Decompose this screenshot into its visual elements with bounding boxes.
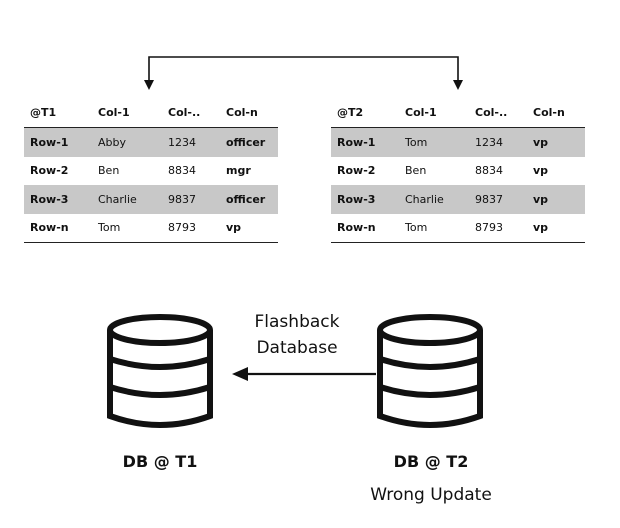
header-cell: Col-1 — [399, 97, 469, 128]
cell-col2: 8834 — [475, 164, 503, 178]
db-t1-label: DB @ T1 — [122, 452, 198, 471]
cell-coln: mgr — [226, 164, 251, 178]
header-cell: Col-n — [220, 97, 278, 128]
row-label: Row-2 — [337, 164, 376, 178]
cell-col1: Tom — [399, 213, 469, 243]
table-row: Row-1 Tom 1234 vp — [331, 127, 585, 157]
table-header-row: @T2 Col-1 Col-.. Col-n — [331, 97, 585, 128]
row-label: Row-n — [331, 213, 399, 243]
header-cell: Col-.. — [162, 97, 220, 128]
table-row: Row-3 Charlie 9837 officer — [24, 185, 278, 214]
row-label: Row-1 — [331, 127, 399, 157]
table-row: Row-2 Ben 8834 mgr — [24, 157, 278, 186]
table-row: Row-1 Abby 1234 officer — [24, 127, 278, 157]
row-label: Row-3 — [331, 185, 399, 214]
cell-coln: vp — [527, 127, 585, 157]
cell-coln: vp — [527, 185, 585, 214]
cell-coln: vp — [220, 213, 278, 243]
cell-coln: officer — [220, 185, 278, 214]
row-label: Row-2 — [30, 164, 69, 178]
database-t2-icon — [377, 314, 483, 428]
cell-col1: Tom — [92, 213, 162, 243]
database-t1-icon — [107, 314, 213, 428]
table-connector-arrow — [144, 56, 463, 90]
header-cell: @T2 — [331, 97, 399, 128]
header-cell: Col-n — [527, 97, 585, 128]
table-row: Row-2 Ben 8834 vp — [331, 157, 585, 186]
cell-col1: Charlie — [399, 185, 469, 214]
db-t2-sublabel: Wrong Update — [370, 485, 492, 505]
cell-col2: 9837 — [469, 185, 527, 214]
table-row: Row-n Tom 8793 vp — [331, 213, 585, 243]
table-t1: @T1 Col-1 Col-.. Col-n Row-1 Abby 1234 o… — [24, 97, 278, 243]
cell-col1: Ben — [405, 164, 427, 178]
cell-col2: 8793 — [469, 213, 527, 243]
cell-col1: Charlie — [92, 185, 162, 214]
cell-col2: 8834 — [168, 164, 196, 178]
cell-col1: Ben — [98, 164, 120, 178]
cell-coln: vp — [533, 164, 549, 178]
table-row: Row-3 Charlie 9837 vp — [331, 185, 585, 214]
row-label: Row-3 — [24, 185, 92, 214]
arrow-label-line2: Database — [256, 338, 338, 358]
db-t2-label: DB @ T2 — [393, 452, 469, 471]
header-cell: @T1 — [24, 97, 92, 128]
table-row: Row-n Tom 8793 vp — [24, 213, 278, 243]
table-t2: @T2 Col-1 Col-.. Col-n Row-1 Tom 1234 vp… — [331, 97, 585, 243]
cell-col2: 8793 — [162, 213, 220, 243]
flashback-arrow — [232, 367, 376, 381]
table-header-row: @T1 Col-1 Col-.. Col-n — [24, 97, 278, 128]
row-label: Row-1 — [24, 127, 92, 157]
cell-coln: vp — [527, 213, 585, 243]
cell-col2: 1234 — [469, 127, 527, 157]
header-cell: Col-1 — [92, 97, 162, 128]
cell-col2: 9837 — [162, 185, 220, 214]
cell-col1: Tom — [399, 127, 469, 157]
arrow-label-line1: Flashback — [254, 312, 340, 332]
cell-col2: 1234 — [162, 127, 220, 157]
cell-coln: officer — [220, 127, 278, 157]
header-cell: Col-.. — [469, 97, 527, 128]
row-label: Row-n — [24, 213, 92, 243]
cell-col1: Abby — [92, 127, 162, 157]
